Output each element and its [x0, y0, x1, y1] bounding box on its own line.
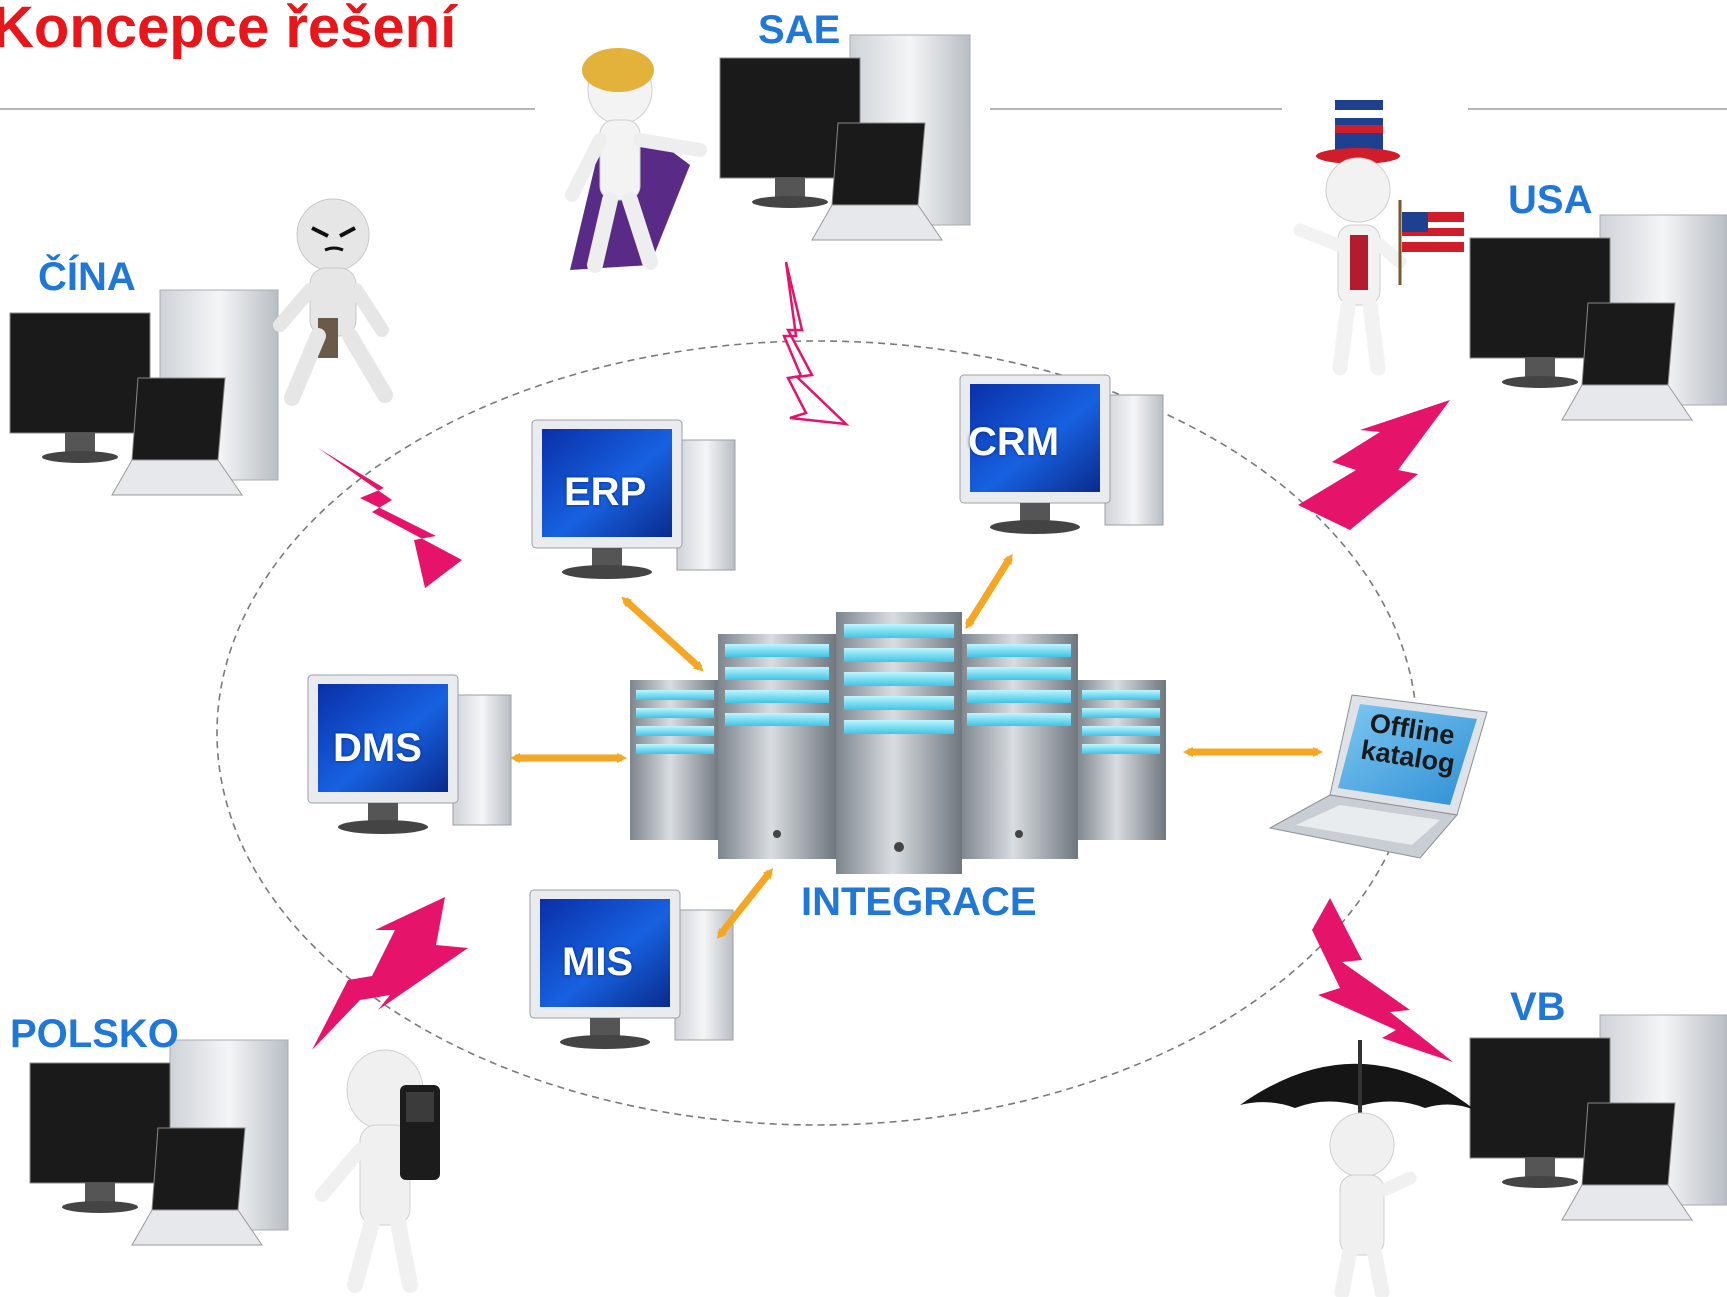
label-vb: VB [1510, 985, 1566, 1029]
vb-computers [1469, 1014, 1727, 1221]
lightning-bolt-cina [318, 448, 462, 588]
label-integrace: INTEGRACE [801, 880, 1037, 924]
lightning-bolt-vb [1312, 898, 1453, 1062]
label-dms: DMS [333, 726, 422, 770]
polsko-computers [29, 1039, 289, 1246]
integration-arrows [510, 553, 1323, 939]
label-polsko: POLSKO [10, 1012, 179, 1056]
label-mis: MIS [562, 940, 634, 984]
usa-computers [1469, 214, 1727, 421]
lightning-bolt-usa [1298, 400, 1450, 530]
erp-workstation [531, 419, 736, 579]
label-crm: CRM [968, 420, 1060, 464]
crm-workstation [959, 374, 1164, 534]
sae-figure [565, 48, 707, 273]
lightning-bolt-polsko [312, 897, 468, 1050]
label-sae: SAE [758, 8, 841, 52]
label-cina: ČÍNA [38, 255, 136, 299]
title-rule-middle [990, 108, 1282, 110]
lightning-bolt-sae-outline [782, 261, 850, 426]
dms-workstation [307, 674, 512, 834]
cina-computers [9, 289, 279, 496]
mis-workstation [529, 889, 734, 1049]
vb-figure [1240, 1040, 1475, 1297]
sae-computers [719, 34, 971, 241]
label-erp: ERP [564, 470, 647, 514]
cina-figure [273, 198, 393, 406]
integration-server-cluster [630, 612, 1166, 874]
title-rule-right [1468, 108, 1727, 110]
title-rule-left [0, 108, 535, 110]
label-usa: USA [1508, 178, 1593, 222]
offline-catalog-laptop [1268, 694, 1488, 859]
page-title: Koncepce řešení [0, 0, 457, 60]
polsko-figure [315, 1049, 440, 1293]
usa-figure [1293, 100, 1464, 376]
